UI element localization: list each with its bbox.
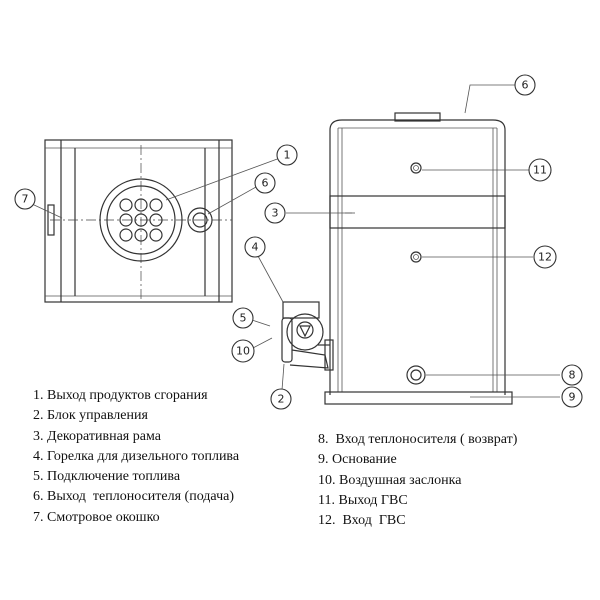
svg-text:3: 3 <box>272 207 279 220</box>
svg-text:2: 2 <box>278 393 285 406</box>
leader-lines <box>31 84 560 398</box>
callout-6a: 6 <box>254 172 276 194</box>
callout-11: 11 <box>528 158 552 182</box>
svg-text:1: 1 <box>284 149 291 162</box>
svg-text:7: 7 <box>22 193 29 206</box>
callout-6b: 6 <box>514 74 536 96</box>
supply-pipe <box>187 207 213 233</box>
base <box>324 391 513 405</box>
legend-item: 7. Смотровое окошко <box>33 509 160 525</box>
legend-item: 6. Выход теплоносителя (подача) <box>33 489 234 505</box>
callout-8: 8 <box>561 364 583 386</box>
callout-3: 3 <box>264 202 286 224</box>
legend-item: 3. Декоративная рама <box>33 428 161 444</box>
callout-4: 4 <box>244 236 266 258</box>
legend-right: 8. Вход теплоносителя ( возврат) 9. Осно… <box>318 430 517 531</box>
front-view <box>44 139 233 303</box>
svg-text:11: 11 <box>533 164 547 177</box>
svg-text:6: 6 <box>262 177 269 190</box>
svg-text:9: 9 <box>569 391 576 404</box>
legend-item: 11. Выход ГВС <box>318 492 408 508</box>
legend-left: 1. Выход продуктов сгорания 2. Блок упра… <box>33 386 239 528</box>
callout-2: 2 <box>270 388 292 410</box>
callout-7: 7 <box>14 188 36 210</box>
svg-text:8: 8 <box>569 369 576 382</box>
legend-item: 8. Вход теплоносителя ( возврат) <box>318 432 518 447</box>
svg-text:6: 6 <box>522 79 529 92</box>
callout-1: 1 <box>276 144 298 166</box>
legend-item: 9. Основание <box>318 452 397 468</box>
legend-item: 5. Подключение топлива <box>33 469 181 485</box>
decorative-frame <box>329 195 506 229</box>
callout-12: 12 <box>533 245 557 269</box>
fire-tubes <box>119 198 163 242</box>
legend-item: 10. Воздушная заслонка <box>318 472 462 488</box>
legend-item: 4. Горелка для дизельного топлива <box>33 448 240 464</box>
callout-5: 5 <box>232 307 254 329</box>
legend-item: 1. Выход продуктов сгорания <box>33 388 208 403</box>
legend-item: 2. Блок управления <box>33 408 148 424</box>
svg-text:5: 5 <box>240 312 247 325</box>
svg-text:10: 10 <box>236 345 250 358</box>
svg-text:12: 12 <box>538 251 552 264</box>
legend-item: 12. Вход ГВС <box>318 513 406 529</box>
svg-text:4: 4 <box>252 241 259 254</box>
flue-outlet <box>99 178 183 262</box>
side-view <box>324 112 513 405</box>
burner <box>281 301 334 371</box>
callout-10: 10 <box>231 339 255 363</box>
callout-9: 9 <box>561 386 583 408</box>
